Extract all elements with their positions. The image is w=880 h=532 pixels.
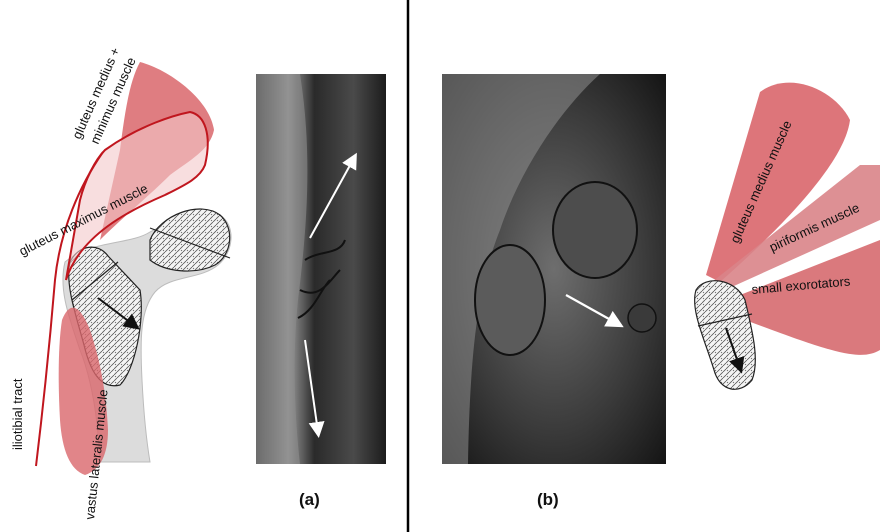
panel-label-a: (a) <box>299 490 320 509</box>
panel-b-illustration: gluteus medius muscle piriformis muscle … <box>695 83 880 390</box>
panel-label-b: (b) <box>537 490 559 509</box>
label-iliotibial-tract: iliotibial tract <box>10 378 25 450</box>
mri-b-trochanter <box>475 245 545 355</box>
panel-b-mri <box>442 74 666 464</box>
mri-b-femoral-head <box>553 182 637 278</box>
mri-b-tendon-insertion <box>628 304 656 332</box>
femoral-head <box>150 209 230 271</box>
panel-a-mri <box>256 74 386 464</box>
panel-a-illustration: gluteus medius + minimus muscle gluteus … <box>10 45 231 520</box>
